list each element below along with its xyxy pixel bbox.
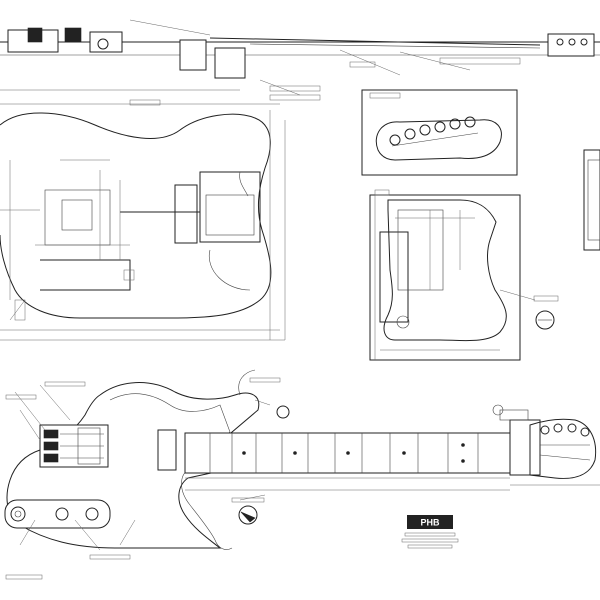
side-panel-view [583,149,600,251]
side-profile-view [0,19,600,101]
fretboard-inlays [242,443,465,463]
guitar-front-view [4,369,600,580]
pickguard-view [369,189,559,361]
title-block: PHB [401,515,459,549]
fretboard-frets [209,433,479,473]
headstock-detail-view [361,89,518,176]
logo-text: PHB [420,518,440,528]
body-outline-view [0,89,286,341]
logo-badge [407,515,453,529]
